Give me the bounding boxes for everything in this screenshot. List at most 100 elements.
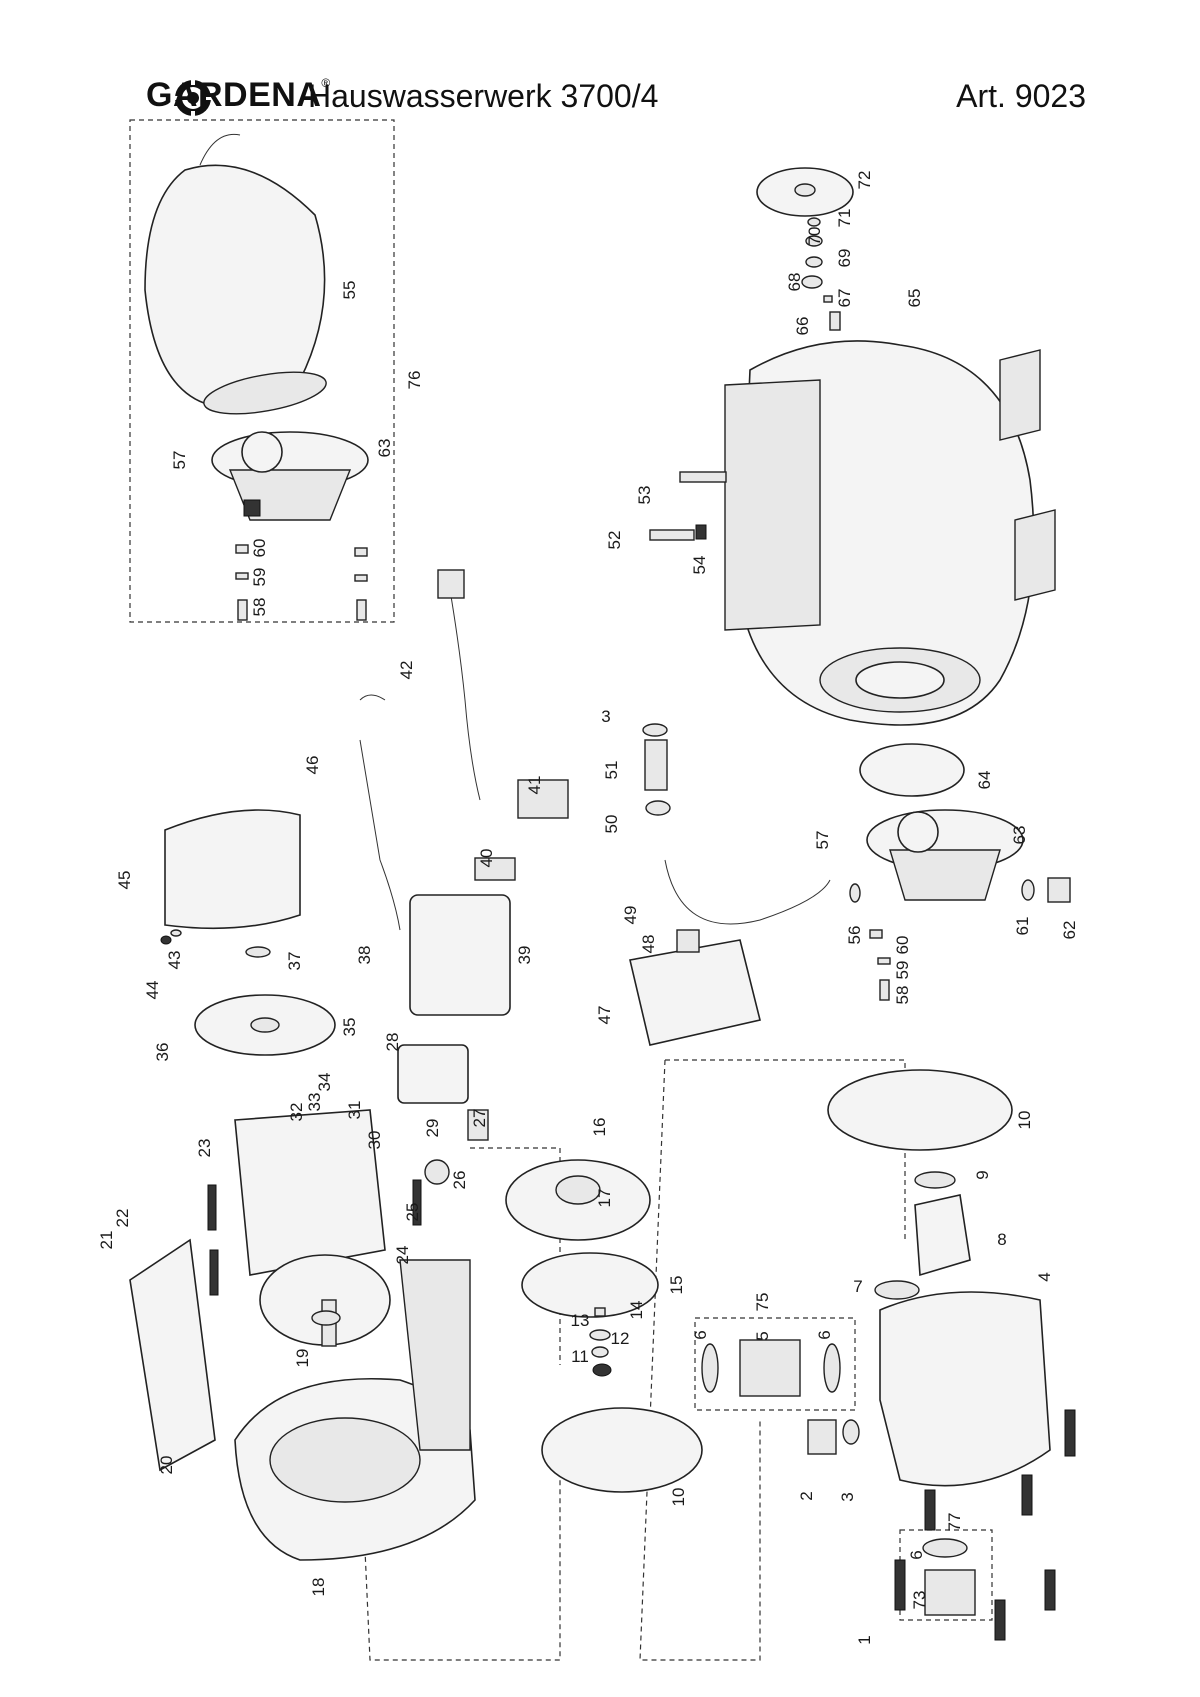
oring-67: [823, 295, 833, 303]
callout-56: 56: [845, 926, 864, 945]
callout-33: 33: [305, 1093, 324, 1112]
callout-3: 3: [601, 707, 610, 726]
seal-56: [849, 883, 861, 903]
screw-25: [412, 1179, 422, 1226]
callout-15: 15: [667, 1276, 686, 1295]
callout-55: 55: [340, 281, 359, 300]
oring-3-upper: [642, 723, 668, 737]
nut-70: [805, 235, 823, 247]
callout-67: 67: [835, 289, 854, 308]
oring-6-left: [701, 1343, 719, 1393]
callout-59: 59: [250, 568, 269, 587]
switch-41: [517, 779, 569, 819]
screw-4-right: [1064, 1409, 1076, 1457]
callout-54: 54: [690, 556, 709, 575]
callout-8: 8: [997, 1230, 1006, 1249]
flange-dome-top: [241, 431, 283, 473]
cap-72-center: [794, 183, 816, 197]
tank-foot-lower: [1014, 509, 1056, 601]
membrane-strap: [199, 133, 241, 166]
hose-49: [664, 859, 831, 925]
header: GARDENA® Hauswasserwerk 3700/4 Art. 9023: [96, 70, 1086, 130]
callout-63: 63: [1010, 826, 1029, 845]
terminal-box-cover-38: [409, 894, 511, 1016]
callout-46: 46: [303, 756, 322, 775]
oring-3-lower: [842, 1419, 860, 1445]
brand-name: GARDENA®: [146, 76, 331, 114]
callout-25: 25: [403, 1203, 422, 1222]
fan-36-hub: [250, 1017, 280, 1033]
callout-58: 58: [893, 986, 912, 1005]
nut-11: [592, 1363, 612, 1377]
fan-cover-45: [164, 809, 301, 930]
terminal-block-40: [474, 857, 516, 881]
tank-flange-hole: [855, 661, 945, 699]
membrane-ring: [203, 371, 327, 415]
nut-60-right-group: [869, 929, 883, 939]
pump-housing-opening: [269, 1417, 421, 1503]
callout-16: 16: [590, 1118, 609, 1137]
article-number: Art. 9023: [956, 78, 1086, 114]
washer-13: [589, 1329, 611, 1341]
callout-39: 39: [515, 946, 534, 965]
callout-57: 57: [170, 451, 189, 470]
screw-58-right: [356, 599, 367, 621]
washer-69: [805, 256, 823, 268]
callout-48: 48: [639, 935, 658, 954]
callout-17: 17: [595, 1189, 614, 1208]
oring-9: [914, 1171, 956, 1189]
callout-labels: 5576576360595872717069686766655352544246…: [97, 171, 1079, 1645]
callout-52: 52: [605, 531, 624, 550]
callout-3: 3: [838, 1492, 857, 1501]
product-title: Hauswasserwerk 3700/4: [308, 78, 659, 114]
cable-gland-27: [467, 1109, 489, 1141]
dashed-guide-4: [639, 1059, 761, 1661]
callout-65: 65: [905, 289, 924, 308]
callout-12: 12: [611, 1329, 630, 1348]
flange-port-top: [243, 499, 261, 517]
callout-63: 63: [375, 439, 394, 458]
callout-71: 71: [835, 209, 854, 228]
plug-42: [437, 569, 465, 599]
callout-51: 51: [602, 761, 621, 780]
washer-68: [801, 275, 823, 289]
callout-41: 41: [525, 776, 544, 795]
pump-body-4: [879, 1291, 1051, 1487]
oring-61: [1021, 879, 1035, 901]
callout-60: 60: [250, 539, 269, 558]
callout-9: 9: [973, 1170, 992, 1179]
callout-7: 7: [853, 1277, 862, 1296]
callout-18: 18: [309, 1578, 328, 1597]
callout-10: 10: [1015, 1111, 1034, 1130]
tank-mount-bracket: [724, 379, 821, 631]
callout-72: 72: [855, 171, 874, 190]
callout-60: 60: [893, 936, 912, 955]
tank-foot-upper: [999, 349, 1041, 441]
mechanical-seal-17: [555, 1175, 601, 1205]
screw-lower-2: [1021, 1474, 1033, 1516]
callout-32: 32: [287, 1103, 306, 1122]
callout-38: 38: [355, 946, 374, 965]
callout-58: 58: [250, 598, 269, 617]
flange-body-57: [889, 849, 1001, 901]
callout-57: 57: [813, 831, 832, 850]
callout-2: 2: [797, 1491, 816, 1500]
diffuser-10-lower: [541, 1407, 703, 1493]
diffuser-10-upper: [827, 1069, 1013, 1151]
flange-plate-64: [859, 743, 965, 797]
adapter-73: [924, 1569, 976, 1616]
power-cable-42: [449, 589, 481, 801]
cable-gland-48: [676, 929, 700, 953]
screw-44: [160, 935, 172, 945]
callout-13: 13: [571, 1311, 590, 1330]
callout-30: 30: [365, 1131, 384, 1150]
gardena-logo-icon: [174, 79, 212, 117]
callout-43: 43: [165, 951, 184, 970]
screw-lower-1: [924, 1489, 936, 1531]
plug-2: [807, 1419, 837, 1455]
ring-37: [245, 946, 271, 958]
callout-6: 6: [907, 1550, 926, 1559]
plug-62: [1047, 877, 1071, 903]
callout-6: 6: [815, 1330, 834, 1339]
pump-housing-neck: [399, 1259, 471, 1451]
